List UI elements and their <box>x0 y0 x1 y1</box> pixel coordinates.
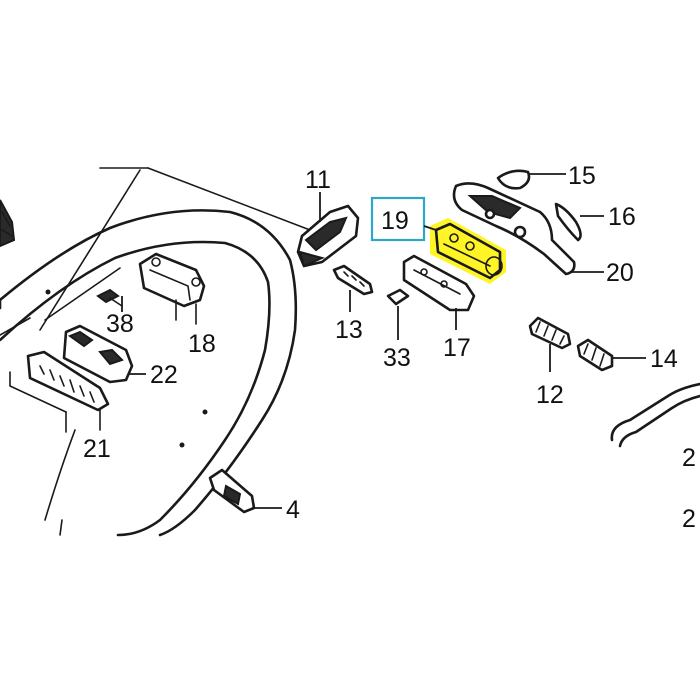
label-38: 38 <box>106 310 134 338</box>
label-17: 17 <box>443 334 471 362</box>
label-20: 20 <box>606 259 634 287</box>
part-12-spring: 12 <box>528 316 572 409</box>
label-4: 4 <box>286 496 300 524</box>
part-17: 17 <box>402 254 476 362</box>
part-22: 22 <box>62 324 178 389</box>
label-33: 33 <box>383 344 411 372</box>
label-14: 14 <box>650 345 678 373</box>
label-21: 21 <box>83 435 111 463</box>
part-left-edge <box>0 199 16 248</box>
label-13: 13 <box>335 316 363 344</box>
label-19: 19 <box>381 207 409 235</box>
part-18-bracket: 18 <box>138 252 216 358</box>
part-14-spring: 14 <box>576 338 678 373</box>
part-11-bracket: 11 <box>296 166 360 268</box>
label-16: 16 <box>608 203 636 231</box>
label-cutoff-2: 2 <box>682 505 696 533</box>
label-12: 12 <box>536 381 564 409</box>
label-18: 18 <box>188 330 216 358</box>
part-38-screw: 38 <box>96 288 134 338</box>
label-15: 15 <box>568 162 596 190</box>
part-13-bolt: 13 <box>332 264 374 344</box>
handle-frame <box>0 167 311 537</box>
label-cutoff-1: 2 <box>682 444 696 472</box>
part-33-block: 33 <box>383 288 411 372</box>
part-rod-right <box>610 382 700 448</box>
part-15: 15 <box>496 162 596 190</box>
part-19-highlighted: 19 <box>370 196 506 284</box>
part-20-lever: 20 <box>452 182 634 287</box>
label-22: 22 <box>150 361 178 389</box>
label-11: 11 <box>305 166 331 194</box>
part-16-clip: 16 <box>554 202 636 242</box>
part-21: 21 <box>9 350 111 463</box>
part-4: 4 <box>208 468 300 524</box>
label-19-box <box>370 196 426 242</box>
